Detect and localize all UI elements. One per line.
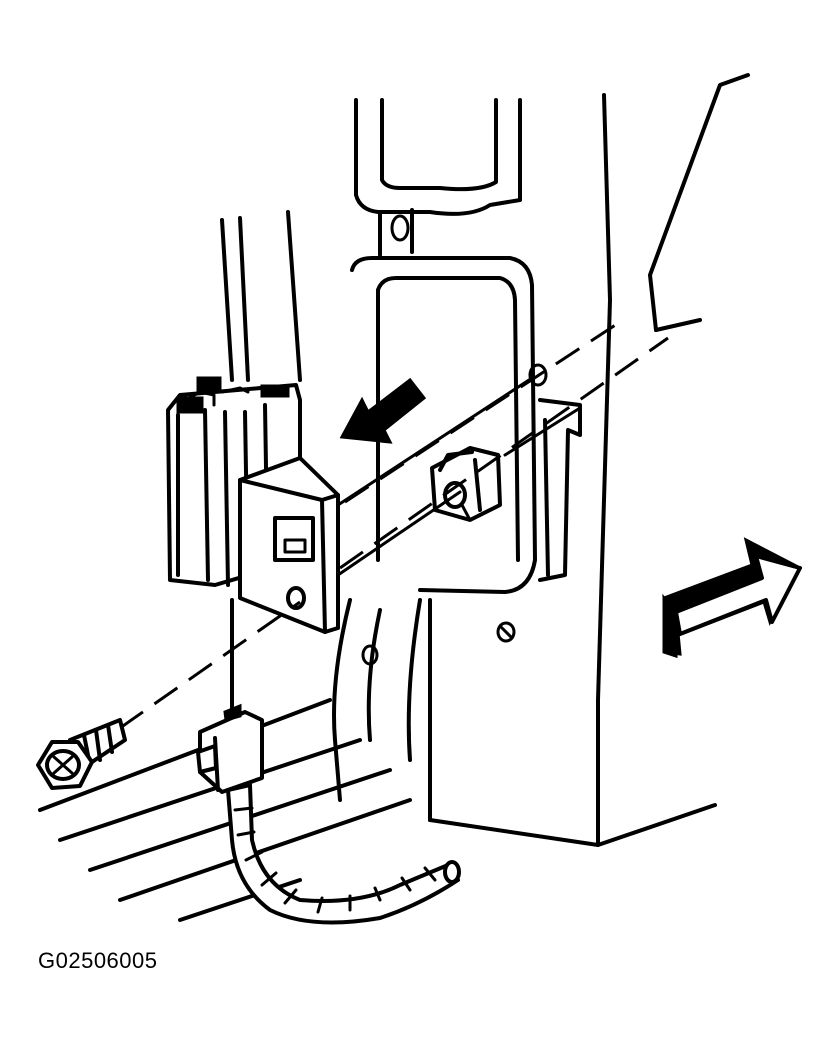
module-bracket: [238, 456, 340, 634]
figure-id-label: G02506005: [38, 948, 158, 973]
mounting-bolt: [36, 718, 127, 790]
arrow-right-icon: [662, 537, 803, 659]
arrow-down-left-icon: [339, 377, 427, 444]
pillar-bracket: [350, 256, 582, 666]
wiring-harness: [226, 783, 461, 925]
harness-connector-lower: [196, 703, 264, 794]
pillar-panel: [354, 73, 750, 847]
harness-connector-upper: [430, 446, 502, 522]
alignment-lines: [119, 320, 669, 730]
background-pillar-lines: [220, 210, 422, 802]
